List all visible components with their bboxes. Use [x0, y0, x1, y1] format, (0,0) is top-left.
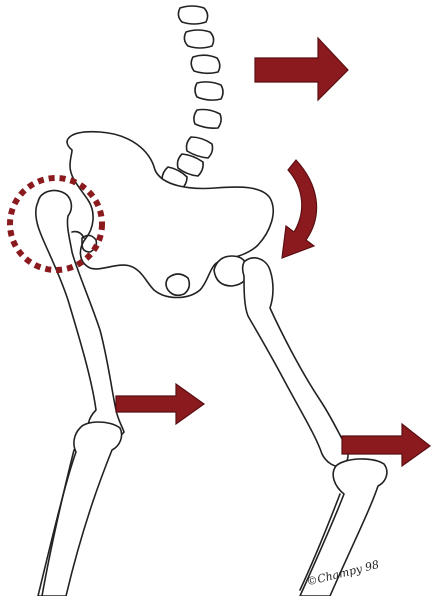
left-knee-arrow — [116, 384, 204, 424]
right-femur — [243, 258, 349, 467]
pelvis-shift-arrow — [255, 38, 348, 100]
left-tibia — [38, 422, 122, 596]
spine-vertebrae — [162, 6, 223, 190]
rotation-curved-arrow — [282, 160, 317, 258]
